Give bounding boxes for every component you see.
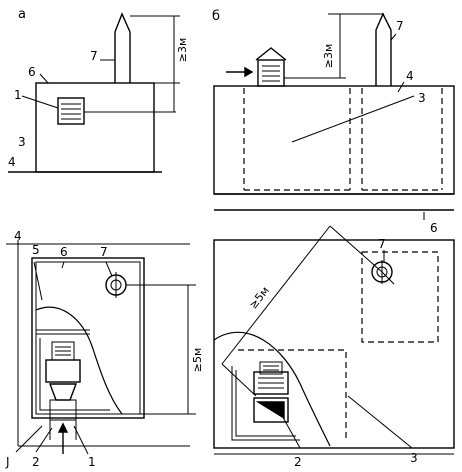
label-3-a: 3 [18,135,26,149]
label-5-plan-a: 5 [32,243,40,257]
label-6-b: 6 [430,221,438,235]
label-6-plan-a: 6 [60,245,68,259]
dimension-label-plan-a: ≥5м [191,348,204,373]
panel-b-elevation: б [212,9,455,220]
cutaway-line-b [213,331,331,447]
label-7-plan-b: 7 [378,237,386,251]
building-plan-a [31,257,145,419]
label-7-a: 7 [90,49,98,63]
label-7-b: 7 [396,19,404,33]
chimney-b [375,12,392,86]
dashed-room-upper-b [361,251,439,343]
panel-label-a: а [18,7,26,22]
label-3-plan-a: Ј [5,455,10,469]
dashed-room-lower-b [238,349,347,440]
cutaway-line-a [35,306,123,415]
label-3-b: 3 [418,91,426,105]
intake-hood-b [257,59,285,87]
label-2-plan-a: 2 [32,455,40,469]
chimney-a [114,12,131,83]
furnace-plan-b [253,371,289,395]
dimension-line-plan-b [221,225,331,365]
dimension-label-a: ≥3м [176,38,189,63]
intake-plan-b [253,397,289,423]
label-4-a: 4 [8,155,16,169]
panel-a-plan [6,240,196,455]
label-4-b: 4 [406,69,414,83]
panel-a-elevation: а [8,7,180,173]
label-4-plan-a: 4 [14,229,22,243]
label-3-plan-b: 3 [410,451,418,465]
panel-b-plan [213,225,455,455]
panel-label-b: б [212,9,220,24]
label-1-plan-a: 1 [88,455,96,469]
label-6-a: 6 [28,65,36,79]
label-1-a: 1 [14,88,22,102]
building-elevation-a [35,82,155,173]
label-2-plan-b: 2 [294,455,302,469]
label-7-plan-a: 7 [100,245,108,259]
building-plan-b [213,239,455,449]
furnace-grille-a [57,97,85,125]
furnace-plan-a [45,359,81,383]
dimension-label-b: ≥3м [322,44,335,69]
dimension-label-plan-b: ≥5м [247,284,272,311]
